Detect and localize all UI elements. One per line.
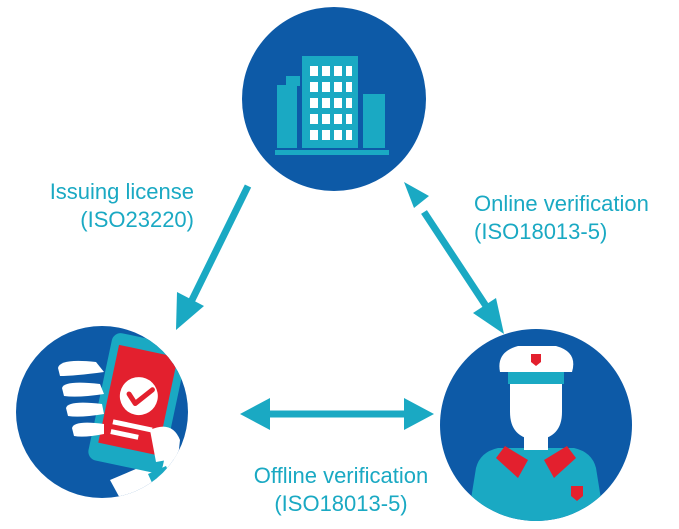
offline-verification-arrow [240, 398, 434, 430]
issuing-authority-node [242, 7, 426, 191]
office-building-icon [275, 56, 389, 155]
issuing-license-title: Issuing license [49, 179, 194, 204]
license-holder-node [16, 326, 188, 498]
online-verification-arrow [404, 182, 504, 334]
issuing-arrow [176, 184, 252, 330]
smartphone-checkmark-icon [58, 333, 188, 498]
offline-verification-title: Offline verification [253, 463, 429, 488]
verifier-node [440, 329, 632, 521]
online-verification-title: Online verification [474, 191, 649, 216]
issuing-license-standard: (ISO23220) [80, 207, 194, 232]
offline-verification-standard: (ISO18013-5) [274, 491, 408, 516]
online-verification-label: Online verification (ISO18013-5) [474, 190, 649, 246]
online-verification-standard: (ISO18013-5) [474, 219, 608, 244]
police-officer-icon [466, 346, 606, 521]
issuing-license-label: Issuing license (ISO23220) [8, 178, 194, 234]
offline-verification-label: Offline verification (ISO18013-5) [232, 462, 450, 518]
